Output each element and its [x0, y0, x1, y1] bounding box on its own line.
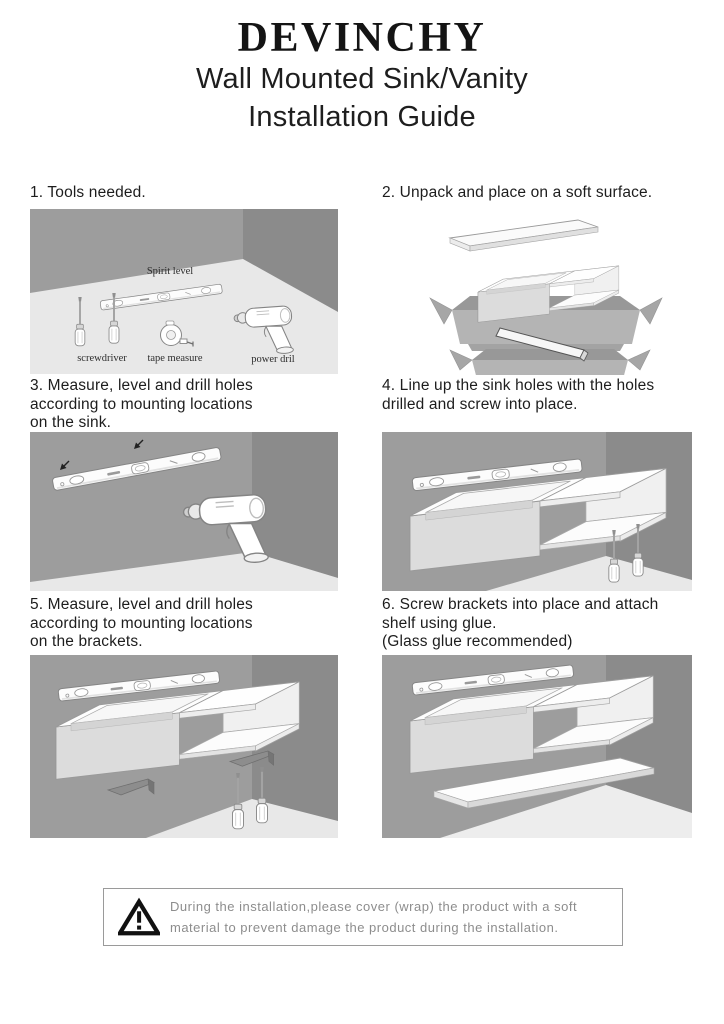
shelf-plank: [495, 327, 589, 362]
step5-label: 5. Measure, level and drill holes accord…: [30, 596, 253, 651]
step1-illustration: Spirit level screwdriver tape measure po…: [30, 209, 338, 374]
step5-illustration: [30, 655, 338, 838]
step2-illustration: [429, 219, 663, 375]
step4-illustration: [382, 432, 692, 591]
step1-label: 1. Tools needed.: [30, 184, 146, 201]
floor: [486, 556, 692, 591]
cardboard-box: [449, 349, 651, 375]
step2-label: 2. Unpack and place on a soft surface.: [382, 184, 653, 201]
step6-label: 6. Screw brackets into place and attach …: [382, 596, 659, 651]
shelf-plank: [433, 757, 655, 809]
side-wall: [243, 209, 338, 312]
step3-illustration: [30, 432, 338, 591]
step4-label: 4. Line up the sink holes with the holes…: [382, 377, 655, 413]
step6-illustration: [382, 655, 692, 838]
side-wall: [252, 432, 338, 578]
spirit-level-label: Spirit level: [147, 266, 193, 277]
tape-measure-icon: [160, 320, 194, 347]
tape-measure-label: tape measure: [147, 353, 202, 364]
warning-note: During the installation,please cover (wr…: [103, 888, 623, 946]
warning-text: During the installation,please cover (wr…: [170, 899, 578, 935]
page-title: Wall Mounted Sink/Vanity Installation Gu…: [196, 63, 528, 133]
power-drill-label: power dril: [251, 354, 295, 365]
floor: [440, 785, 692, 838]
screwdriver-label: screwdriver: [77, 353, 127, 364]
step3-label: 3. Measure, level and drill holes accord…: [30, 377, 253, 432]
shelf-plank: [448, 219, 599, 252]
warning-triangle-icon: [118, 897, 160, 936]
floor: [30, 259, 338, 374]
brand-title: DEVINCHY: [237, 15, 487, 61]
